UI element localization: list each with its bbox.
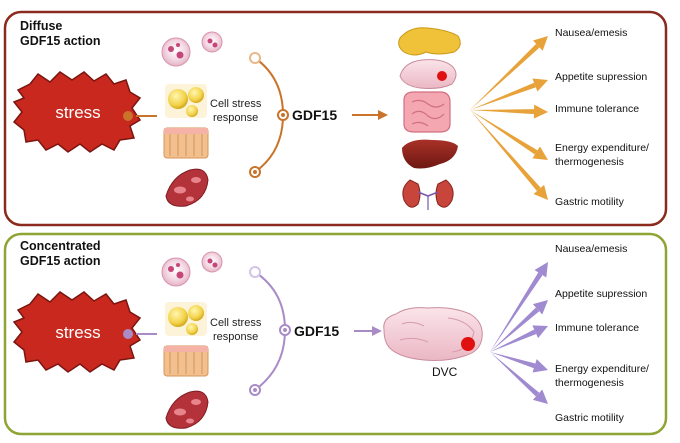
diffuse-panel-border xyxy=(3,10,668,227)
outcome-arrows xyxy=(490,262,548,404)
brain-icon xyxy=(399,59,457,89)
panel-title-line1: Diffuse xyxy=(20,19,62,33)
outcome-arrow-head xyxy=(532,325,548,339)
stress-burst-shape xyxy=(12,291,142,373)
outcome-arrow-head xyxy=(532,389,548,404)
outcome-label: Appetite supression xyxy=(555,71,647,83)
stress-connector-dot xyxy=(123,329,133,339)
gdf15-label: GDF15 xyxy=(294,323,339,339)
stress-burst: stress xyxy=(12,71,142,153)
diffuse-panel: Diffuse GDF15 action stress xyxy=(3,10,668,227)
cell-stress-line1: Cell stress xyxy=(210,317,262,329)
outcome-label: thermogenesis xyxy=(555,156,624,168)
outcome-arrow-shaft xyxy=(490,307,540,352)
endothelial-cells-icon xyxy=(165,390,209,429)
stress-connector-dot xyxy=(123,111,133,121)
gdf15-arrow-head xyxy=(378,110,388,120)
outcome-label: Gastric motility xyxy=(555,412,625,424)
kidneys-icon xyxy=(402,179,454,210)
outcome-label: Gastric motility xyxy=(555,196,625,208)
outcome-arrow-shaft xyxy=(470,43,540,110)
endothelial-cells-icon xyxy=(165,168,209,207)
stress-label: stress xyxy=(55,103,100,122)
pancreas-icon xyxy=(398,27,461,56)
outcome-label: Immune tolerance xyxy=(555,322,639,334)
outcome-arrow-head xyxy=(532,78,548,92)
outcome-arrow-head xyxy=(532,146,548,160)
arc-node-bottom-core xyxy=(253,388,257,392)
outcome-label: Appetite supression xyxy=(555,288,647,300)
outcome-arrow-head xyxy=(533,36,548,51)
outcome-arrow-head xyxy=(533,184,548,200)
dvc-label: DVC xyxy=(432,365,458,379)
outcome-arrow-shaft xyxy=(470,110,538,155)
outcome-arrow-head xyxy=(533,104,548,119)
outcome-arrow-head xyxy=(534,262,548,278)
stress-burst: stress xyxy=(12,291,142,373)
arc-node-top xyxy=(249,266,261,278)
panel-title-line2: GDF15 action xyxy=(20,254,101,268)
concentrated-panel: Concentrated GDF15 action stress xyxy=(3,232,668,436)
outcome-arrow-head xyxy=(532,300,548,315)
gdf15-label: GDF15 xyxy=(292,107,337,123)
immune-cells-icon xyxy=(161,31,223,67)
cell-stress-line2: response xyxy=(213,112,258,124)
panel-title-line1: Concentrated xyxy=(20,239,101,253)
outcome-label: thermogenesis xyxy=(555,377,624,389)
muscle-tissue-icon xyxy=(163,127,209,159)
cell-stress-line1: Cell stress xyxy=(210,98,262,110)
adipocytes-icon xyxy=(165,302,207,336)
arc-node-mid-core xyxy=(281,113,285,117)
outcome-arrow-shaft xyxy=(470,110,541,192)
arc-node-mid-core xyxy=(283,328,287,332)
outcome-label: Energy expenditure/ xyxy=(555,142,649,154)
adipocytes-icon xyxy=(165,84,207,118)
arc-node-top xyxy=(249,52,261,64)
immune-cells-icon xyxy=(161,251,223,287)
gdf15-arrow-head xyxy=(372,326,382,336)
outcome-arrow-shaft xyxy=(470,82,536,110)
concentrated-panel-border xyxy=(3,232,668,436)
liver-icon xyxy=(402,139,458,169)
outcome-arrow-shaft xyxy=(470,109,535,115)
panel-title-line2: GDF15 action xyxy=(20,34,101,48)
cell-stress-line2: response xyxy=(213,331,258,343)
outcome-label: Nausea/emesis xyxy=(555,27,627,39)
outcome-label: Nausea/emesis xyxy=(555,243,627,255)
brain-icon xyxy=(383,307,483,361)
outcome-arrow-shaft xyxy=(490,329,537,352)
arc-node-bottom-core xyxy=(253,170,257,174)
stress-burst-shape xyxy=(12,71,142,153)
outcome-arrows xyxy=(470,36,548,200)
outcome-arrow-shaft xyxy=(490,352,540,397)
outcome-arrow-head xyxy=(532,359,548,373)
outcome-label: Energy expenditure/ xyxy=(555,363,649,375)
intestine-icon xyxy=(403,91,451,133)
stress-label: stress xyxy=(55,323,100,342)
outcome-arrow-shaft xyxy=(490,272,543,352)
muscle-tissue-icon xyxy=(163,345,209,377)
outcome-arrow-shaft xyxy=(490,352,536,369)
outcome-label: Immune tolerance xyxy=(555,103,639,115)
dvc-dot xyxy=(461,337,475,351)
